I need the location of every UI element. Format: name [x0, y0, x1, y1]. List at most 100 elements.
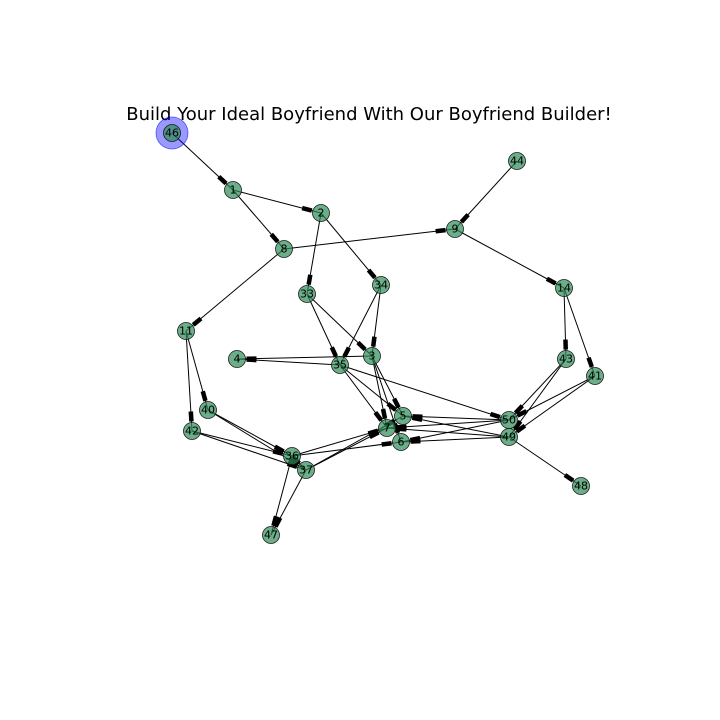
- edge-arrow-2-33: [306, 274, 313, 286]
- node-37: 37: [297, 461, 315, 479]
- node-circle: [297, 461, 315, 479]
- edge-arrow-36-47: [271, 515, 279, 527]
- node-circle: [378, 419, 396, 437]
- node-circle: [555, 279, 573, 297]
- node-label: 46: [165, 127, 179, 140]
- node-label: 1: [230, 184, 237, 197]
- node-label: 37: [299, 464, 313, 477]
- node-circle: [500, 428, 518, 446]
- node-label: 33: [300, 288, 314, 301]
- node-circle: [363, 347, 381, 365]
- node-circle: [312, 204, 330, 222]
- node-46: 46: [155, 116, 189, 150]
- edge-arrow-1-2: [301, 205, 313, 213]
- edge-arrow-49-7: [396, 426, 407, 432]
- edge-50-7: [386, 419, 510, 429]
- node-3: 3: [363, 347, 381, 365]
- edge-arrow-8-9: [435, 227, 446, 234]
- edge-arrow-11-42: [188, 411, 194, 422]
- edge-arrow-33-3: [356, 340, 367, 352]
- node-label: 3: [369, 350, 376, 363]
- node-circle: [446, 220, 464, 238]
- edge-arrow-34-3: [370, 336, 377, 347]
- node-label: 47: [264, 529, 278, 542]
- edge-arrow-44-9: [459, 213, 470, 224]
- edge-arrow-35-50: [489, 411, 501, 420]
- edge-arrow-3-7: [380, 408, 388, 420]
- node-label: 5: [400, 410, 407, 423]
- node-49: 49: [500, 428, 518, 446]
- node-circle: [275, 240, 293, 258]
- edges-layer: [171, 132, 596, 536]
- node-50: 50: [500, 411, 518, 429]
- node-circle: [331, 356, 349, 374]
- node-41: 41: [586, 367, 604, 385]
- node-label: 11: [179, 325, 193, 338]
- node-2: 2: [312, 204, 330, 222]
- node-label: 14: [557, 282, 571, 295]
- node-circle: [183, 422, 201, 440]
- edge-arrow-43-49: [512, 419, 523, 431]
- node-label: 49: [502, 431, 516, 444]
- node-circle: [224, 181, 242, 199]
- node-label: 36: [285, 450, 299, 463]
- node-43: 43: [557, 350, 575, 368]
- edge-arrow-49-5: [411, 415, 423, 422]
- edge-arrow-1-8: [269, 232, 280, 244]
- edge-42-37: [191, 430, 307, 471]
- node-8: 8: [275, 240, 293, 258]
- node-label: 43: [559, 353, 573, 366]
- edge-3-4: [236, 355, 373, 360]
- node-circle: [283, 447, 301, 465]
- node-1: 1: [224, 181, 242, 199]
- node-33: 33: [298, 285, 316, 303]
- node-circle: [372, 276, 390, 294]
- node-circle: [392, 433, 410, 451]
- node-48: 48: [572, 477, 590, 495]
- node-label: 40: [201, 404, 215, 417]
- node-4: 4: [228, 350, 246, 368]
- node-circle: [586, 367, 604, 385]
- node-5: 5: [394, 407, 412, 425]
- edge-arrow-35-4: [246, 357, 257, 363]
- node-label: 4: [234, 353, 241, 366]
- node-circle: [177, 322, 195, 340]
- node-40: 40: [199, 401, 217, 419]
- node-42: 42: [183, 422, 201, 440]
- edge-arrow-40-36: [273, 444, 285, 454]
- edge-arrow-34-35: [342, 346, 351, 358]
- node-label: 6: [398, 436, 405, 449]
- node-circle: [394, 407, 412, 425]
- edge-8-9: [283, 228, 456, 250]
- node-label: 9: [452, 223, 459, 236]
- node-circle: [557, 350, 575, 368]
- node-circle: [508, 152, 526, 170]
- node-35: 35: [331, 356, 349, 374]
- node-circle: [163, 124, 181, 142]
- edge-arrow-37-7: [368, 430, 380, 439]
- edge-8-11: [185, 248, 285, 332]
- node-label: 8: [281, 243, 288, 256]
- edge-arrow-41-50: [516, 409, 528, 418]
- edge-arrow-49-48: [563, 473, 575, 483]
- node-label: 44: [510, 155, 524, 168]
- node-label: 2: [318, 207, 325, 220]
- edge-arrow-11-40: [200, 390, 208, 402]
- node-label: 50: [502, 414, 516, 427]
- edge-arrow-2-34: [366, 268, 377, 280]
- figure-title: Build Your Ideal Boyfriend With Our Boyf…: [126, 104, 612, 125]
- node-circle: [262, 526, 280, 544]
- edge-arrow-3-5: [392, 397, 401, 409]
- node-6: 6: [392, 433, 410, 451]
- edge-arrow-37-47: [273, 516, 283, 528]
- node-36: 36: [283, 447, 301, 465]
- edge-9-14: [454, 228, 565, 289]
- node-label: 35: [333, 359, 347, 372]
- node-14: 14: [555, 279, 573, 297]
- edge-arrow-36-6: [381, 440, 392, 447]
- edge-arrow-33-35: [329, 346, 339, 358]
- node-circle: [228, 350, 246, 368]
- node-11: 11: [177, 322, 195, 340]
- node-7: 7: [378, 419, 396, 437]
